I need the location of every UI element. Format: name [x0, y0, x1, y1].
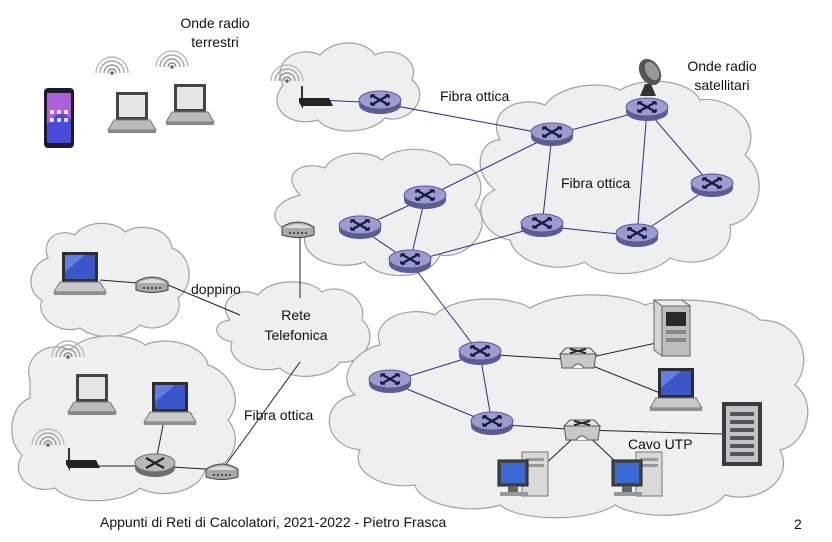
label-rete-telefonica-1: Rete [281, 307, 311, 323]
label-onde-radio-terrestri-1: Onde radio [180, 15, 249, 31]
label-fibra-ottica-bottom: Fibra ottica [244, 407, 313, 423]
label-doppino: doppino [191, 281, 241, 297]
router-enterprise-1 [457, 340, 503, 367]
router-enterprise-3 [469, 410, 515, 437]
switch-enterprise-2 [563, 419, 601, 441]
modem-backbone-edge [281, 221, 315, 238]
label-onde-radio-satellitari-1: Onde radio [687, 58, 756, 74]
satellite-dish-icon [638, 58, 662, 96]
router-access-top [357, 89, 403, 116]
cloud-telephone-network [216, 281, 371, 377]
server-tower [722, 402, 762, 466]
cloud-home-lan [11, 335, 236, 502]
label-rete-telefonica-2: Telefonica [264, 327, 327, 343]
switch-enterprise-1 [559, 347, 597, 369]
router-enterprise-2 [367, 368, 413, 395]
label-onde-radio-terrestri-2: terrestri [191, 34, 238, 50]
cloud-backbone-left [274, 148, 483, 277]
router-backbone-4 [519, 212, 565, 239]
modem-home-lan [205, 463, 239, 480]
wireless-laptop-2 [155, 50, 215, 126]
label-fibra-ottica-backbone: Fibra ottica [561, 175, 630, 191]
router-backbone-5 [614, 222, 660, 249]
page-number: 2 [794, 516, 802, 532]
footer-credit: Appunti di Reti di Calcolatori, 2021-202… [100, 514, 447, 530]
cloud-access-top [276, 42, 421, 132]
label-onde-radio-satellitari-2: satellitari [694, 77, 749, 93]
wireless-laptop-1 [95, 56, 157, 134]
router-backbone-1 [529, 121, 575, 148]
router-backbone-6 [402, 184, 448, 211]
smartphone-icon [44, 88, 74, 148]
router-backbone-2 [624, 96, 670, 123]
router-backbone-7 [337, 214, 383, 241]
router-backbone-3 [689, 172, 735, 199]
router-home-lan [133, 452, 177, 479]
cloud-home-dsl [30, 222, 190, 338]
label-cavo-utp: Cavo UTP [628, 436, 693, 452]
server-enterprise [653, 299, 691, 357]
label-fibra-ottica-top: Fibra ottica [440, 88, 509, 104]
router-backbone-8 [387, 248, 433, 275]
modem-dsl [135, 276, 169, 293]
